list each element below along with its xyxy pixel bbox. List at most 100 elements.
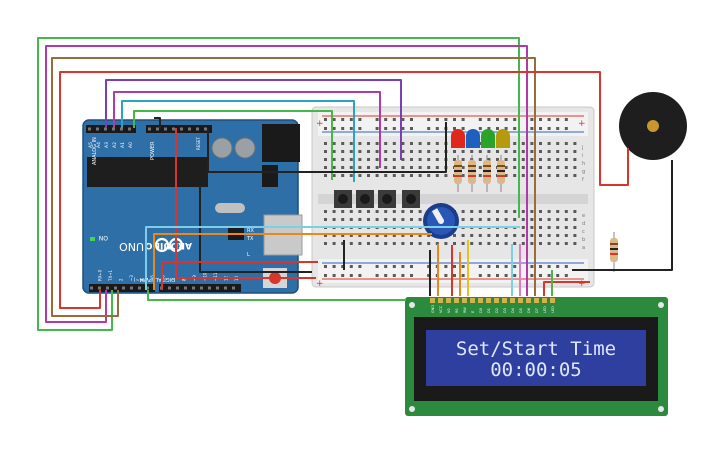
digital-pin-label: 2 [119,278,124,281]
header-pin[interactable] [128,127,131,131]
breadboard-hole [487,210,491,213]
breadboard-hole [564,210,568,213]
header-pin[interactable] [90,286,93,290]
lcd-pin[interactable] [446,298,451,303]
lcd-pin[interactable] [430,298,435,303]
header-pin[interactable] [232,286,235,290]
header-pin[interactable] [120,127,123,131]
breadboard-hole [358,242,362,245]
header-pin[interactable] [168,286,171,290]
lcd-pin[interactable] [462,298,467,303]
lcd-pin[interactable] [526,298,531,303]
pushbutton-1[interactable] [334,190,352,208]
wire-red-buzzer[interactable] [599,95,629,186]
lcd-pin[interactable] [486,298,491,303]
lcd-pin[interactable] [470,298,475,303]
breadboard-hole [513,210,517,213]
header-pin[interactable] [114,286,117,290]
wire-purple[interactable] [105,79,402,160]
pushbutton-2[interactable] [356,190,374,208]
breadboard-hole [564,218,568,221]
wire-brown[interactable] [51,57,536,317]
wire-teal[interactable] [121,100,355,182]
header-pin[interactable] [180,127,183,131]
rail-hole [332,127,336,130]
wire-green-4[interactable] [147,290,406,301]
breadboard-hole [401,210,405,213]
header-pin[interactable] [88,127,91,131]
wire-green-2[interactable] [133,110,333,180]
breadboard-hole [470,210,474,213]
wire-red-4[interactable] [543,281,590,296]
pushbutton-3[interactable] [378,190,396,208]
breadboard-hole [487,158,491,161]
lcd-pin[interactable] [454,298,459,303]
lcd-pin[interactable] [542,298,547,303]
lcd-pin[interactable] [534,298,539,303]
wire-magenta-2[interactable] [113,91,381,168]
header-pin[interactable] [224,286,227,290]
rail-hole [564,118,568,121]
breadboard-hole [573,158,577,161]
header-pin[interactable] [164,127,167,131]
breadboard-hole [556,150,560,153]
header-pin[interactable] [156,127,159,131]
header-pin[interactable] [106,286,109,290]
breadboard-hole [573,142,577,145]
header-pin[interactable] [176,286,179,290]
header-pin[interactable] [130,286,133,290]
rail-hole [435,127,439,130]
breadboard-hole [513,242,517,245]
wire-black-buzzer[interactable] [572,160,673,271]
header-pin[interactable] [112,127,115,131]
header-pin[interactable] [196,127,199,131]
header-pin[interactable] [122,286,125,290]
lcd-pin-label: LED [551,306,555,313]
wire-red[interactable] [59,71,601,309]
wire-black-3[interactable] [199,185,312,273]
header-pin[interactable] [146,286,149,290]
breadboard-hole [341,150,345,153]
header-pin[interactable] [216,286,219,290]
pushbutton-4[interactable] [402,190,420,208]
breadboard-hole [375,158,379,161]
wire-black[interactable] [207,122,447,173]
header-pin[interactable] [204,127,207,131]
wire-red-2[interactable] [175,128,316,279]
wire-red-5[interactable] [161,261,318,290]
header-pin[interactable] [138,286,141,290]
wire-light-blue-2[interactable] [145,226,520,290]
lcd-pin[interactable] [510,298,515,303]
row-letter: i [582,153,583,159]
lcd-pin[interactable] [494,298,499,303]
wire-green[interactable] [37,37,520,331]
breadboard-hole [539,242,542,245]
breadboard-hole [367,166,370,169]
header-pin[interactable] [172,127,175,131]
lcd-pin[interactable] [518,298,523,303]
breadboard-hole [401,142,405,145]
header-pin[interactable] [98,286,101,290]
lcd-pin[interactable] [438,298,443,303]
rail-hole [564,274,568,277]
header-pin[interactable] [96,127,99,131]
header-pin[interactable] [148,127,151,131]
lcd-pin[interactable] [550,298,555,303]
breadboard-hole [504,218,508,221]
lcd-pin[interactable] [502,298,507,303]
rail-hole [453,274,456,277]
header-pin[interactable] [184,286,187,290]
svg-text:+: + [316,119,324,129]
header-pin[interactable] [200,286,203,290]
header-pin[interactable] [104,127,107,131]
lcd-pin[interactable] [478,298,483,303]
rail-hole [324,274,327,277]
header-pin[interactable] [208,286,211,290]
wire-orange[interactable] [153,233,432,290]
header-pin[interactable] [188,127,191,131]
wire-black-2[interactable] [154,117,161,128]
header-pin[interactable] [192,286,195,290]
breadboard-hole [324,142,327,145]
breadboard-hole [478,234,482,237]
breadboard-hole [530,166,534,169]
